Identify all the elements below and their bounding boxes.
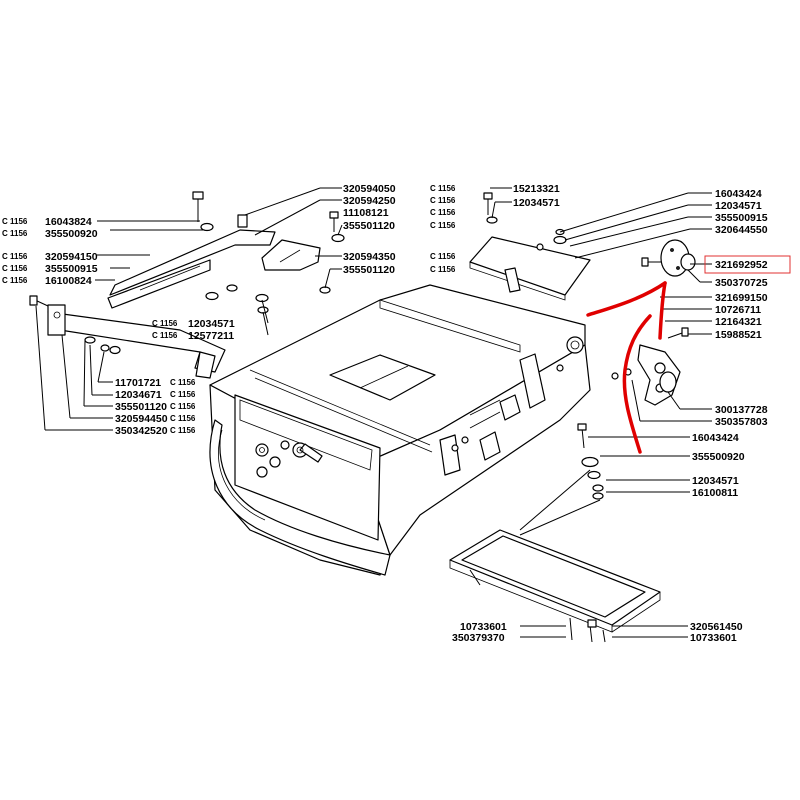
callout-part-number: 12577211: [188, 330, 234, 342]
bottom-tray: [449, 529, 661, 643]
callout-part-number: 320594050: [343, 183, 396, 195]
callout-part-number-highlighted: 321692952: [715, 259, 768, 271]
left-bracket-assembly: [47, 229, 321, 379]
callout-suffix: C 1156: [170, 414, 196, 423]
callout-part-number: 12034571: [715, 200, 762, 212]
callout-part-number: 12034571: [513, 197, 560, 209]
callouts-bottom: 10733601 350379370 320561450 10733601: [452, 621, 743, 644]
callout-part-number: 355500920: [45, 228, 98, 240]
callout-part-number: 16043424: [715, 188, 762, 200]
red-annotation-marks: [586, 255, 791, 454]
callout-part-number: 350370725: [715, 277, 768, 289]
callout-part-number: 320644550: [715, 224, 768, 236]
callout-suffix: C 1156: [170, 426, 196, 435]
leader-lines: [35, 187, 712, 638]
callout-part-number: 350342520: [115, 425, 168, 437]
callout-suffix: C 1156: [430, 252, 456, 261]
callout-part-number: 320561450: [690, 621, 743, 633]
top-cover-plate: [469, 236, 591, 301]
callout-suffix: C 1156: [170, 378, 196, 387]
callout-prefix: C 1156: [2, 264, 28, 273]
callout-part-number: 355501120: [343, 264, 395, 276]
callouts-top: 320594050 C 1156 320594250 C 1156 111081…: [343, 183, 560, 276]
callout-suffix: C 1156: [430, 196, 456, 205]
callout-part-number: 10733601: [690, 632, 737, 644]
callout-part-number: 355500915: [45, 263, 98, 275]
right-hub-assembly: [611, 239, 696, 406]
callout-prefix: C 1156: [152, 319, 178, 328]
callout-prefix: C 1156: [152, 331, 178, 340]
callout-suffix: C 1156: [430, 265, 456, 274]
callout-part-number: 10726711: [715, 304, 761, 316]
callout-part-number: 12034671: [115, 389, 162, 401]
callout-part-number: 321699150: [715, 292, 768, 304]
callout-part-number: 12164321: [715, 316, 762, 328]
callout-part-number: 16043824: [45, 216, 92, 228]
callout-suffix: C 1156: [170, 390, 196, 399]
callout-prefix: C 1156: [2, 276, 28, 285]
callout-suffix: C 1156: [430, 221, 456, 230]
callout-part-number: 16100811: [692, 487, 738, 499]
callout-suffix: C 1156: [430, 208, 456, 217]
callout-part-number: 355500920: [692, 451, 745, 463]
callout-part-number: 12034571: [692, 475, 739, 487]
callouts-left: C 1156 16043824 C 1156 355500920 C 1156 …: [2, 216, 235, 437]
callout-part-number: 320594350: [343, 251, 396, 263]
callout-part-number: 12034571: [188, 318, 235, 330]
callout-suffix: C 1156: [170, 402, 196, 411]
callout-part-number: 16100824: [45, 275, 92, 287]
callout-part-number: 350379370: [452, 632, 505, 644]
callout-part-number: 355500915: [715, 212, 768, 224]
callout-part-number: 355501120: [115, 401, 167, 413]
callout-part-number: 11108121: [343, 207, 389, 219]
callout-part-number: 300137728: [715, 404, 768, 416]
callout-prefix: C 1156: [2, 252, 28, 261]
main-housing: [209, 284, 591, 576]
callout-part-number: 355501120: [343, 220, 395, 232]
callout-part-number: 16043424: [692, 432, 739, 444]
callouts-right: 16043424 12034571 355500915 320644550 32…: [692, 188, 768, 499]
callout-suffix: C 1156: [430, 184, 456, 193]
callout-prefix: C 1156: [2, 229, 28, 238]
callout-part-number: 15213321: [513, 183, 560, 195]
callout-part-number: 15988521: [715, 329, 762, 341]
callout-part-number: 10733601: [460, 621, 507, 633]
callout-part-number: 320594150: [45, 251, 98, 263]
callout-part-number: 11701721: [115, 377, 161, 389]
callout-part-number: 320594250: [343, 195, 396, 207]
callout-part-number: 320594450: [115, 413, 168, 425]
callout-prefix: C 1156: [2, 217, 28, 226]
callout-part-number: 350357803: [715, 416, 768, 428]
